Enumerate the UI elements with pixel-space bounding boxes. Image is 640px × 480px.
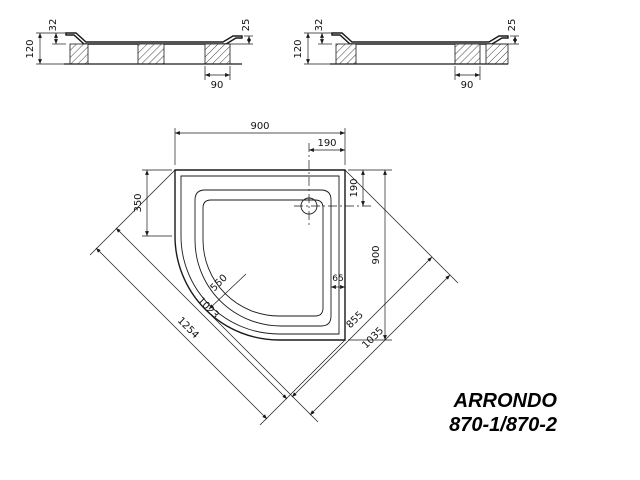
tray-cross-section (331, 32, 509, 45)
dim-value: 90 (211, 80, 224, 91)
dim-left-edge: 350 (133, 169, 172, 237)
dim-support-width-right: 90 (454, 66, 481, 91)
dim-corner-radius: 550 (209, 273, 247, 310)
support-block (204, 43, 231, 65)
dim-rim-left-2: 32 (314, 19, 332, 45)
dim-value: 25 (507, 19, 518, 32)
tray-cross-section (65, 32, 243, 45)
product-name: ARRONDO (453, 390, 558, 412)
dim-diagonals-right: 855 1035 (205, 169, 459, 423)
section-view-left: 120 32 25 90 (25, 19, 253, 91)
dim-value: 1023 (195, 295, 221, 321)
support-block (69, 43, 89, 65)
dim-drain-from-top: 190 (348, 169, 392, 206)
dim-value: 855 (345, 310, 366, 331)
dim-value: 90 (461, 80, 474, 91)
basin-edge (194, 189, 332, 327)
dim-drain-from-right: 190 (309, 138, 345, 152)
dim-overall-height-left: 120 (25, 32, 66, 65)
dim-overall-height-right: 120 (293, 32, 332, 65)
support-block (137, 43, 165, 65)
dim-value: 1254 (175, 315, 201, 341)
support-block (335, 43, 357, 65)
support-block (454, 43, 481, 65)
dim-value: 120 (293, 39, 304, 58)
dim-value: 1035 (360, 325, 386, 351)
dim-value: 900 (371, 245, 382, 264)
tray-outer-edge (174, 169, 346, 341)
dim-plan-top-width: 900 (174, 121, 346, 165)
dim-value: 190 (317, 138, 336, 149)
dim-value: 32 (48, 19, 59, 32)
dim-rim-right-2: 25 (494, 19, 519, 45)
product-label: ARRONDO 870-1/870-2 (449, 390, 557, 436)
dim-rim-right: 25 (228, 19, 253, 45)
dim-rim-left: 32 (48, 19, 66, 45)
dim-value: 190 (349, 178, 360, 197)
plan-view: 900 190 190 900 350 550 (89, 121, 459, 426)
dim-value: 900 (250, 121, 269, 132)
product-model: 870-1/870-2 (449, 414, 557, 436)
section-view-right: 120 32 25 90 (293, 19, 519, 91)
dim-rim-width: 65 (331, 274, 345, 289)
dim-support-width-left: 90 (204, 66, 231, 91)
dim-value: 32 (314, 19, 325, 32)
dim-value: 25 (241, 19, 252, 32)
basin-floor-edge (202, 199, 324, 317)
support-block (485, 43, 509, 65)
dim-value: 65 (332, 274, 343, 284)
dim-value: 120 (25, 39, 36, 58)
dim-value: 350 (133, 193, 144, 212)
